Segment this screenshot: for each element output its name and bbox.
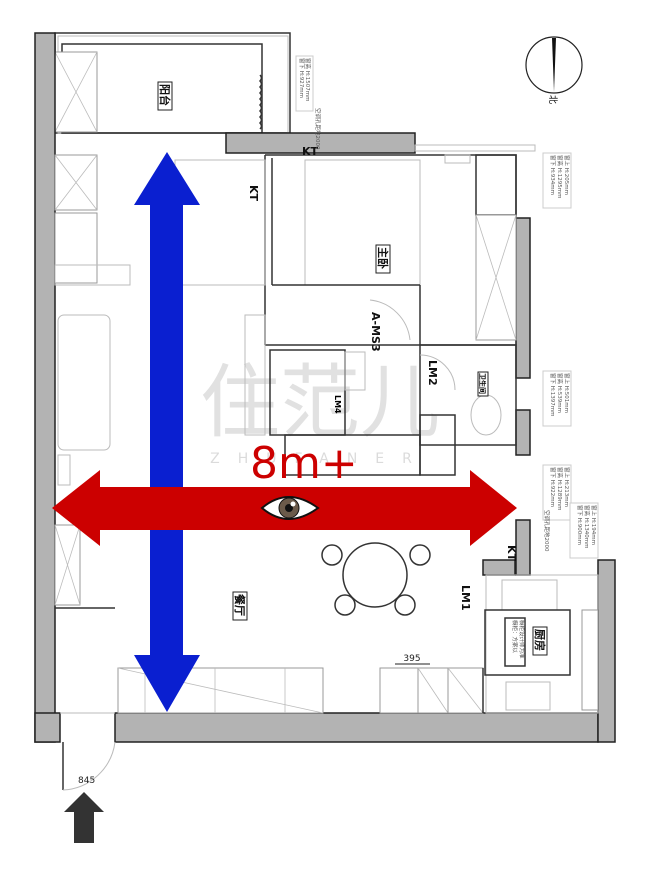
bed-second: [174, 159, 266, 286]
wall-bottom: [114, 712, 599, 743]
wall-bottom-left: [34, 712, 61, 743]
svg-text:窗下 H:900mm: 窗下 H:900mm: [576, 505, 584, 545]
svg-text:窗下 H:934mm: 窗下 H:934mm: [549, 155, 557, 195]
window-note: 窗高 H:1507mm 窗下 H:927mm 空调孔距地2000: [295, 55, 322, 150]
span-label: 8m+: [250, 438, 358, 489]
window-note: 窗上 H:501mm 窗高 H:539mm 窗下 H:1397mm: [542, 370, 572, 427]
watermark-logo-text: 住范儿: [200, 356, 440, 449]
wall-right-1: [515, 217, 531, 379]
entry-door-width: 845: [78, 776, 95, 786]
door-label-kt: KT: [302, 145, 319, 158]
wall-kitchen-top: [482, 559, 516, 576]
radiator-icon: [444, 154, 471, 164]
room-label-master-bedroom: 主卧: [376, 247, 390, 269]
bathroom-area: [269, 344, 517, 476]
kitchen-note-line: 橱柜：方案以: [511, 620, 519, 654]
svg-text:空调孔距地2000: 空调孔距地2000: [543, 510, 551, 552]
svg-text:窗上 H:194mm: 窗上 H:194mm: [590, 505, 598, 545]
svg-text:窗高 H:1295mm: 窗高 H:1295mm: [556, 155, 564, 198]
kitchen-note-box: [504, 617, 526, 667]
north-arrow-icon: [552, 38, 556, 92]
door-label-ms3: A-MS3: [369, 312, 382, 352]
wall-right-2: [515, 409, 531, 456]
master-bedroom: [264, 144, 536, 346]
room-label-kitchen: 厨房: [533, 629, 547, 651]
door-label-lm1: LM1: [459, 585, 472, 611]
kitchen-note-line: 橱柜设计师为准: [518, 620, 526, 659]
toilet-icon: [470, 394, 502, 436]
eye-icon: [260, 496, 320, 520]
cabinet-width-dimension: 395: [403, 654, 420, 664]
compass-label: 北: [547, 95, 558, 104]
svg-text:窗高 H:1507mm: 窗高 H:1507mm: [304, 58, 312, 101]
entry-door[interactable]: 845: [60, 712, 116, 791]
sofa: [57, 314, 111, 451]
svg-text:窗高 H:539mm: 窗高 H:539mm: [556, 373, 564, 413]
entry-arrow-icon: [64, 792, 104, 843]
svg-text:窗上 H:501mm: 窗上 H:501mm: [563, 373, 571, 413]
svg-text:窗上 H:205mm: 窗上 H:205mm: [563, 155, 571, 195]
watermark-text: ZHUFANER: [210, 451, 430, 467]
room-label-bathroom: 卫生间: [478, 373, 487, 394]
beam-top: [225, 132, 416, 154]
window-note: 窗上 H:205mm 窗高 H:1295mm 窗下 H:934mm: [542, 152, 572, 209]
svg-text:窗高 H:1289mm: 窗高 H:1289mm: [556, 467, 564, 510]
door-label-lm2: LM2: [426, 360, 439, 386]
room-label-dining: 餐厅: [233, 593, 247, 616]
balcony: [54, 32, 291, 134]
living-area: [54, 154, 266, 609]
sink-icon: [501, 579, 558, 611]
door-label-kt: KT: [505, 545, 518, 562]
svg-text:空调孔距地2000: 空调孔距地2000: [314, 108, 322, 150]
window-note: 窗上 H:213mm 窗高 H:1289mm 窗下 H:922mm 空调孔距地2…: [542, 464, 572, 552]
dining-table: [321, 542, 431, 616]
stove-icon: [505, 681, 551, 711]
wall-kitchen-right: [597, 559, 616, 743]
svg-text:窗下 H:922mm: 窗下 H:922mm: [549, 467, 557, 507]
door-label-kt: KT: [247, 185, 260, 202]
room-label-balcony: 阳台: [158, 84, 172, 106]
vertical-span-arrow: [134, 152, 200, 712]
bed: [304, 159, 421, 286]
door-label-lm4: LM4: [333, 395, 342, 414]
radiator-icon: [57, 454, 71, 486]
svg-text:窗下 H:1397mm: 窗下 H:1397mm: [549, 373, 557, 416]
window-note: 窗上 H:194mm 窗高 H:1340mm 窗下 H:900mm: [569, 502, 599, 559]
bottom-cabinets: [117, 667, 484, 714]
wall-left: [34, 32, 56, 743]
curtain-icon: [258, 74, 263, 130]
kitchen: 橱柜：方案以 橱柜设计师为准: [484, 574, 599, 714]
svg-text:窗上 H:213mm: 窗上 H:213mm: [563, 467, 571, 507]
compass: 北: [525, 36, 583, 104]
tv-cabinet: [244, 314, 266, 436]
watermark-logo: 住范儿 ZHUFANER: [200, 356, 440, 467]
svg-text:窗下 H:927mm: 窗下 H:927mm: [298, 58, 306, 98]
svg-text:窗高 H:1340mm: 窗高 H:1340mm: [583, 505, 591, 548]
